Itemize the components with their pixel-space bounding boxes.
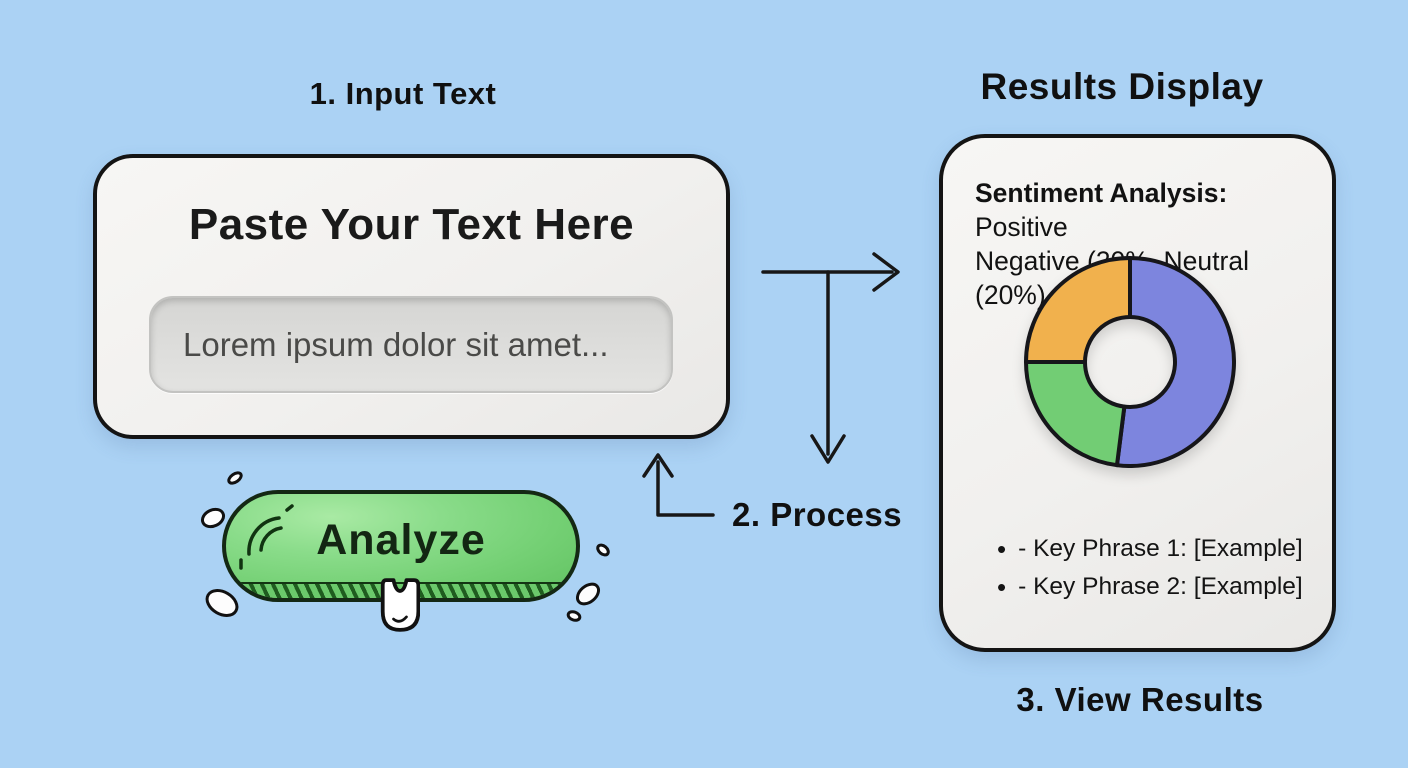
step3-label: 3. View Results bbox=[1016, 681, 1264, 718]
sentiment-label: Sentiment Analysis: bbox=[975, 178, 1228, 208]
bullet-icon: • bbox=[997, 572, 1007, 602]
key-phrase-item: • - Key Phrase 2: [Example] bbox=[997, 568, 1307, 606]
step1-label: 1. Input Text bbox=[309, 76, 497, 111]
button-shine-icon bbox=[239, 504, 294, 570]
sentiment-value: Positive bbox=[975, 212, 1068, 242]
donut-segment-positive bbox=[1114, 256, 1236, 468]
process-label: 2. Process bbox=[732, 496, 903, 533]
bullet-icon: • bbox=[997, 534, 1007, 564]
input-card: Paste Your Text Here bbox=[93, 154, 730, 439]
results-card bbox=[939, 134, 1336, 652]
splash-droplets-icon bbox=[200, 471, 610, 622]
analyze-button-label: Analyze bbox=[316, 516, 486, 564]
key-phrase-text: - Key Phrase 2: [Example] bbox=[1018, 573, 1303, 600]
donut-segment-neutral bbox=[1024, 256, 1132, 364]
flow-arrows bbox=[642, 252, 900, 517]
donut-segment-negative bbox=[1024, 360, 1127, 468]
key-phrase-text: - Key Phrase 1: [Example] bbox=[1018, 535, 1303, 562]
sentiment-donut-chart bbox=[1024, 256, 1236, 468]
input-card-heading: Paste Your Text Here bbox=[188, 200, 635, 249]
key-phrases-list: • - Key Phrase 1: [Example] • - Key Phra… bbox=[997, 530, 1307, 606]
text-input[interactable] bbox=[149, 296, 673, 393]
arrow-from-process bbox=[656, 460, 715, 517]
click-cursor-icon bbox=[380, 578, 420, 632]
key-phrase-item: • - Key Phrase 1: [Example] bbox=[997, 530, 1307, 568]
results-title: Results Display bbox=[980, 66, 1264, 107]
